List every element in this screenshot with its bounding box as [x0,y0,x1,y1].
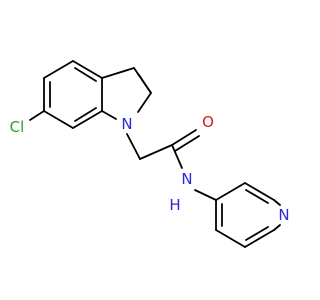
bond [137,92,152,113]
pyridine-nitrogen-label: N [278,206,289,224]
bond [215,182,246,201]
carbonyl-oxygen-label: O [202,113,214,131]
double-bond-inner [74,67,97,82]
double-bond-inner [245,189,269,204]
double-bond-inner [74,107,97,122]
bond-c-o-double [174,135,200,152]
pyrrole-ring [101,67,152,120]
double-bond-inner [138,74,152,94]
indole-nitrogen-label: N [121,115,132,133]
amide-hydrogen-label: H [169,196,180,214]
bond [101,110,117,120]
bond-n-ch2 [126,133,141,160]
amide-nitrogen-label: N [181,170,192,188]
chlorine-label: Cl [10,118,25,136]
bond [72,60,103,79]
bond [244,182,275,201]
bond-n-pyridine [194,189,217,201]
benzene-ring [43,60,103,129]
bond-c-o [171,129,197,146]
bond [273,224,281,231]
bond [273,199,281,206]
molecule-canvas: Cl N O N H N [10,60,290,248]
bond-c-n [171,144,183,169]
pyridine-ring [215,182,281,248]
double-bond-inner [245,226,269,241]
molecule-structure: Cl N O N H N [10,60,290,248]
bond [215,229,246,248]
bond [244,229,275,248]
bond [43,60,74,79]
bond [101,67,135,79]
bond-c-cl [29,110,45,121]
bond-ch2-c [139,144,173,160]
bond [72,110,103,129]
bond [43,110,74,129]
